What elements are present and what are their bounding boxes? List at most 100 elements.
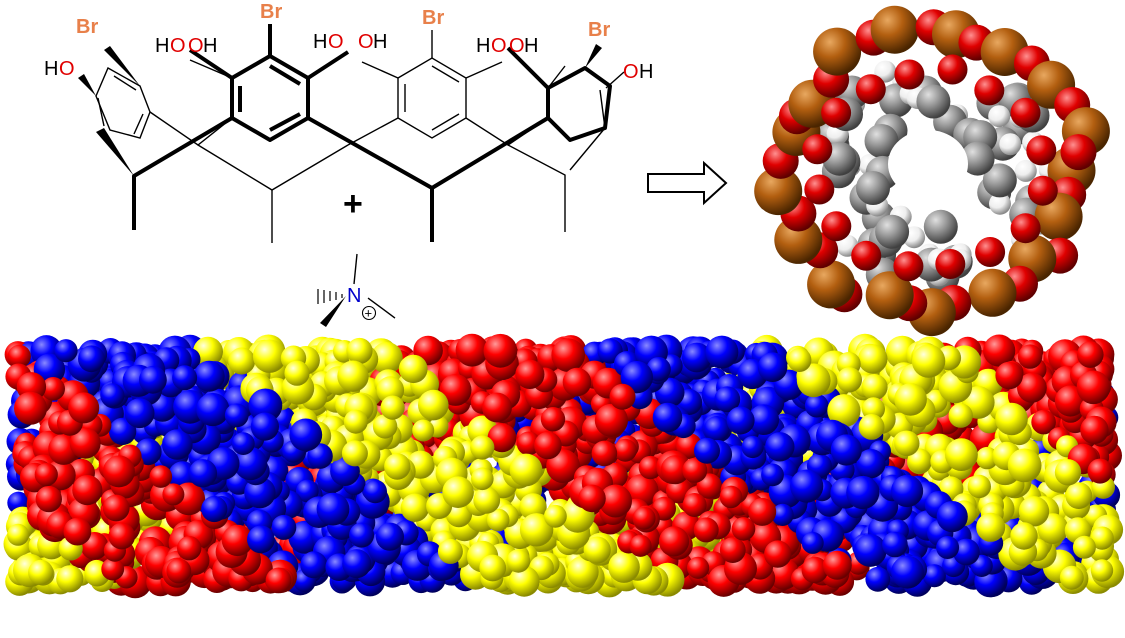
red-strand-atom	[101, 557, 125, 581]
yellow-strand-atom	[1059, 565, 1084, 590]
red-strand-atom	[613, 438, 637, 462]
blue-strand-atom	[100, 383, 125, 408]
blue-strand-atom	[714, 386, 741, 413]
red-strand-atom	[731, 517, 756, 541]
blue-strand-atom	[953, 538, 980, 566]
yellow-strand-atom	[544, 504, 567, 528]
red-strand-atom	[69, 427, 101, 459]
red-strand-atom	[482, 392, 512, 423]
oxygen-atom	[1026, 135, 1057, 166]
yellow-strand-atom	[827, 394, 861, 428]
yellow-strand-atom	[252, 339, 287, 373]
red-strand-atom	[719, 537, 746, 563]
oxygen-label: O	[59, 58, 75, 80]
red-strand-atom	[162, 483, 185, 506]
yellow-strand-atom	[1072, 535, 1096, 559]
carbon-atom	[864, 124, 899, 158]
wedge-bond	[104, 46, 140, 86]
red-strand-atom	[221, 524, 254, 557]
hydrogen-atom	[1014, 159, 1037, 182]
bromine-atom	[968, 268, 1017, 317]
yellow-strand-atom	[346, 337, 373, 365]
red-strand-atom	[72, 475, 103, 506]
oxygen-label: O	[491, 35, 507, 57]
oxygen-label: O	[188, 35, 204, 57]
red-strand-atom	[1017, 372, 1047, 403]
yellow-strand-atom	[894, 430, 920, 457]
yellow-strand-atom	[608, 551, 640, 583]
red-strand-atom	[658, 526, 690, 557]
oxygen-atom	[893, 251, 924, 282]
hydrogen-atom	[999, 133, 1022, 156]
yellow-strand-atom	[486, 508, 510, 532]
oxygen-label: O	[623, 61, 639, 83]
yellow-strand-atom	[509, 453, 543, 487]
red-strand-atom	[540, 407, 566, 432]
oxygen-atom	[1027, 175, 1058, 206]
red-strand-atom	[102, 494, 130, 522]
red-strand-atom	[7, 344, 31, 368]
red-strand-atom	[1017, 344, 1043, 369]
yellow-strand-atom	[28, 559, 54, 586]
yellow-strand-atom	[836, 367, 862, 393]
blue-strand-atom	[300, 551, 328, 579]
blue-strand-atom	[846, 475, 880, 510]
bromine-atom	[865, 271, 914, 320]
blue-strand-atom	[681, 342, 712, 373]
hydrogen-label: H	[203, 35, 217, 57]
red-strand-atom	[687, 556, 710, 579]
red-strand-atom	[995, 361, 1023, 390]
blue-strand-atom	[853, 534, 887, 567]
arrow-right-icon	[647, 160, 728, 206]
bromine-label: Br	[76, 16, 98, 38]
blue-strand-atom	[865, 566, 891, 592]
red-strand-atom	[63, 517, 92, 546]
hydrogen-label: H	[524, 35, 538, 57]
red-strand-atom	[487, 423, 517, 453]
red-strand-atom	[515, 359, 545, 389]
blue-strand-atom	[196, 392, 230, 427]
hydrogen-label: H	[44, 58, 58, 80]
oxygen-label: O	[170, 35, 186, 57]
red-strand-atom	[801, 556, 829, 584]
blue-strand-atom	[172, 365, 198, 391]
yellow-strand-atom	[337, 360, 369, 392]
oxygen-atom	[804, 174, 835, 205]
blue-strand-atom	[856, 449, 886, 479]
yellow-strand-atom	[228, 347, 256, 375]
blue-strand-atom	[234, 447, 268, 481]
blue-strand-atom	[342, 549, 372, 579]
yellow-strand-atom	[193, 336, 223, 367]
yellow-strand-atom	[400, 493, 430, 522]
bromine-atom	[774, 215, 823, 264]
red-strand-atom	[1031, 409, 1056, 435]
blue-strand-atom	[244, 476, 276, 509]
red-strand-atom	[983, 334, 1016, 367]
blue-strand-atom	[54, 339, 78, 363]
yellow-strand-atom	[858, 344, 888, 374]
blue-strand-atom	[188, 459, 218, 488]
yellow-strand-atom	[948, 403, 973, 428]
yellow-strand-atom	[506, 549, 531, 573]
yellow-strand-atom	[1054, 459, 1082, 486]
carbon-atom	[923, 209, 958, 244]
blue-strand-atom	[349, 522, 375, 548]
yellow-strand-atom	[787, 348, 812, 372]
thick-bonds	[132, 24, 612, 242]
yellow-strand-atom	[1065, 482, 1093, 509]
red-strand-atom	[177, 536, 202, 561]
blue-strand-atom	[248, 388, 283, 423]
blue-strand-atom	[108, 417, 137, 446]
yellow-strand-atom	[995, 402, 1028, 436]
red-strand-atom	[682, 457, 708, 483]
carbon-atom	[960, 141, 995, 176]
blue-strand-atom	[765, 432, 795, 462]
red-strand-atom	[1076, 370, 1111, 405]
carbon-atom	[856, 171, 890, 205]
red-strand-atom	[638, 455, 663, 480]
red-strand-atom	[609, 383, 636, 410]
red-strand-atom	[693, 517, 719, 543]
oxygen-atom	[974, 75, 1005, 106]
red-strand-atom	[660, 455, 690, 485]
